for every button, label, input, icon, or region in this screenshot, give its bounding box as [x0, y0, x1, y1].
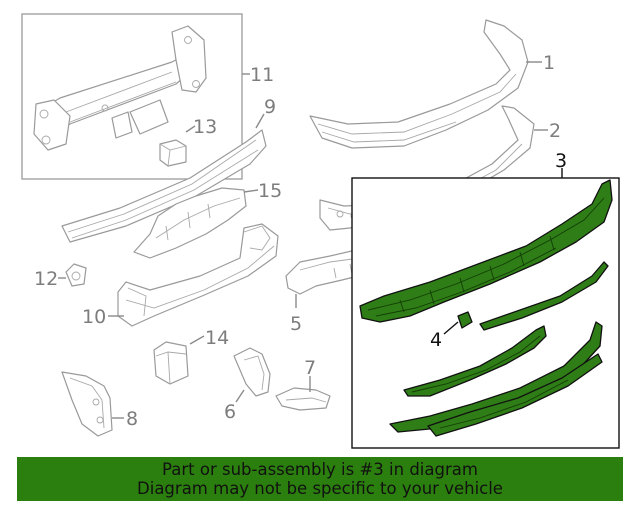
part-8-corner-bracket[interactable] [61, 371, 113, 437]
callout-2: 2 [549, 120, 561, 142]
leader-15 [243, 189, 259, 193]
callout-3: 3 [555, 150, 567, 172]
part-13-cover[interactable] [159, 139, 187, 167]
callout-10: 10 [82, 306, 106, 328]
leader-9 [255, 113, 265, 129]
callout-5: 5 [290, 313, 302, 335]
part-7-bracket[interactable] [275, 387, 331, 411]
callout-14: 14 [205, 327, 229, 349]
callout-7: 7 [304, 357, 316, 379]
callout-11: 11 [250, 64, 274, 86]
callout-1: 1 [543, 52, 555, 74]
part-9-absorber[interactable] [61, 129, 267, 243]
part-1-bumper-cover[interactable] [309, 19, 529, 149]
leader-6 [235, 389, 245, 403]
part-3-assembly[interactable] [351, 177, 620, 449]
callout-13: 13 [193, 116, 217, 138]
info-banner: Part or sub-assembly is #3 in diagram Di… [17, 457, 623, 501]
part-6-bracket[interactable] [233, 347, 271, 397]
callout-6: 6 [224, 401, 236, 423]
part-12-clip[interactable] [65, 263, 87, 287]
callout-4: 4 [430, 329, 442, 351]
part-15-bracket[interactable] [133, 187, 247, 259]
leader-13 [185, 125, 196, 133]
leader-14 [189, 335, 205, 345]
part-11-tow-hitch[interactable] [21, 13, 243, 180]
part-14-cap[interactable] [153, 341, 189, 385]
callout-12: 12 [34, 268, 58, 290]
banner-line-2: Diagram may not be specific to your vehi… [137, 479, 503, 498]
parts-diagram: 13 11 9 15 10 12 5 1 [21, 13, 620, 449]
callout-8: 8 [126, 408, 138, 430]
banner-line-1: Part or sub-assembly is #3 in diagram [162, 460, 478, 479]
leader-4 [443, 321, 459, 335]
callout-15: 15 [258, 180, 282, 202]
callout-9: 9 [264, 96, 276, 118]
part-10-reinforcement[interactable] [117, 223, 279, 327]
